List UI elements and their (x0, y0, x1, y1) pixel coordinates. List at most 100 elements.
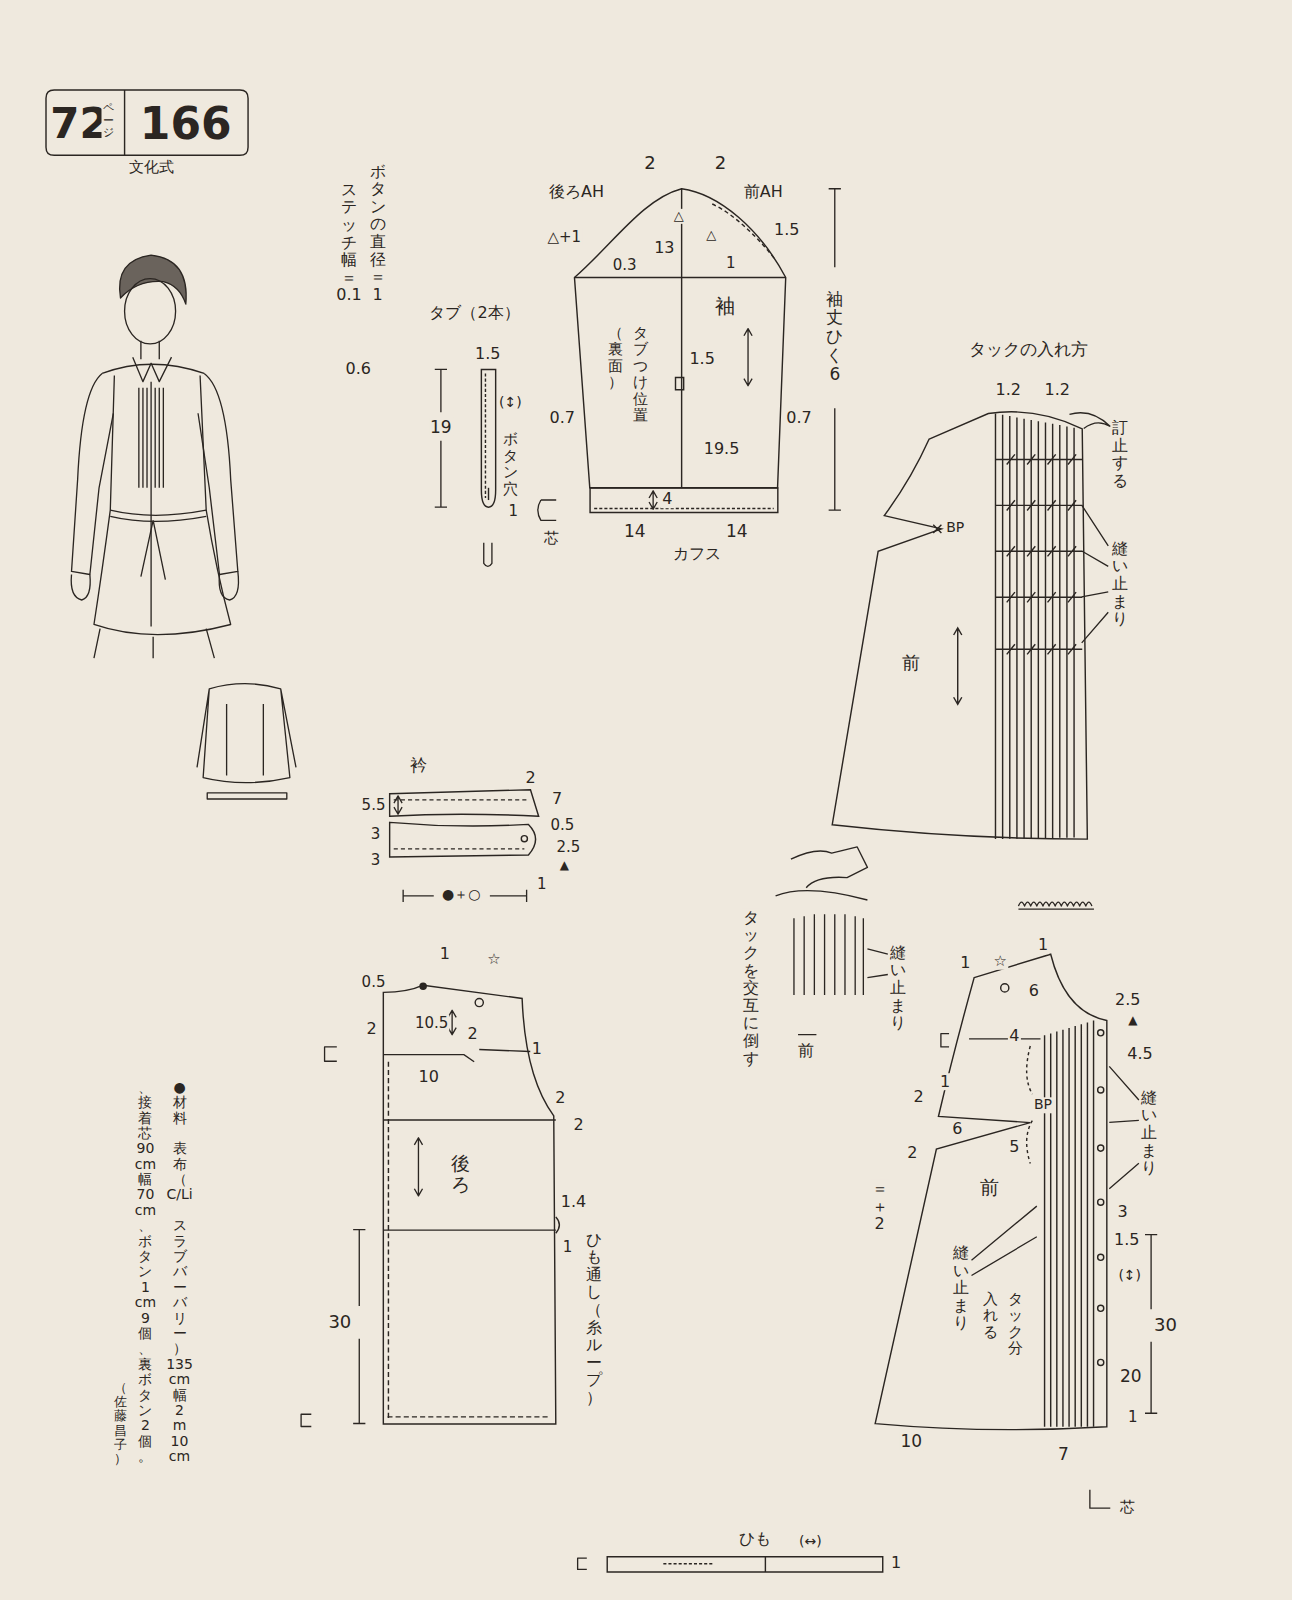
callout-number: 1 (959, 955, 971, 973)
grain-arrow (649, 491, 657, 509)
pattern-line (712, 204, 775, 260)
pattern-line (394, 800, 527, 849)
callout-number: ▲ (559, 860, 570, 873)
callout-number: 1.5 (474, 345, 501, 363)
callout-number: 芯 (1119, 1499, 1136, 1516)
callout-number: 4.5 (1126, 1045, 1153, 1063)
callout-number: 0.7 (785, 410, 812, 428)
callout-number: 1.5 (688, 350, 715, 368)
pattern-line (933, 525, 941, 533)
callout-number: 0.7 (549, 410, 576, 428)
callout-number: 14 (623, 521, 647, 540)
pattern-line (765, 1556, 766, 1571)
pattern-line (575, 189, 786, 488)
callout-number: ☆ (486, 951, 501, 968)
callout-number: 2 (554, 1089, 566, 1107)
piece-label: 後ろ (450, 1153, 471, 1195)
grain-arrow (394, 796, 402, 814)
callout-number: （佐藤昌子） (113, 1381, 128, 1467)
callout-number: 1 (531, 1040, 543, 1058)
figure-hand (71, 571, 238, 658)
figure-face (125, 279, 176, 344)
figure-detail (133, 357, 172, 626)
callout-number: 6 (1028, 982, 1040, 1000)
pattern-line (390, 823, 536, 858)
callout-number: 縫い止まり (1140, 1089, 1158, 1177)
callout-number: 後ろAH (548, 183, 605, 201)
callout-number: 2 (643, 153, 656, 173)
pattern-line (575, 189, 786, 488)
dimension-line (435, 369, 447, 507)
pattern-line (384, 1049, 560, 1233)
pattern-line (476, 998, 484, 1006)
callout-number: ●材料 表布（C/Li スラブバーバリー）135cm幅2m10cm、接着芯90c… (134, 1080, 194, 1468)
callout-number: 1 (508, 503, 520, 520)
pattern-line (482, 369, 496, 507)
callout-number: △ (673, 209, 685, 223)
pattern-line (124, 90, 125, 155)
callout-number: 1.2 (995, 381, 1022, 399)
piece-label: 166 (139, 100, 233, 148)
callout-number: ●＋○ (441, 887, 481, 902)
tie-strip: ひも (597, 1523, 893, 1579)
tuck-front-piece: タックの入れ方前 (822, 337, 1128, 847)
callout-number: 1 (939, 1073, 951, 1091)
pattern-line (420, 983, 426, 989)
callout-number: 19.5 (703, 440, 741, 458)
pattern-line (390, 790, 539, 817)
callout-number: 芯 (543, 530, 560, 547)
grain-arrow (744, 329, 752, 386)
pattern-line (485, 374, 486, 498)
callout-number: 6 (951, 1120, 963, 1138)
callout-number: △ (705, 228, 717, 242)
callout-number: 1.2 (1044, 381, 1071, 399)
callout-number: 2 (573, 1116, 585, 1134)
callout-number: 前 (797, 1042, 815, 1060)
pattern-line (46, 90, 248, 155)
callout-number: 1.5 (773, 221, 800, 239)
pattern-line (594, 507, 774, 508)
piece-label: 前 (979, 1176, 1000, 1197)
callout-number: 縫い止まり (952, 1244, 970, 1332)
grain-arrow (414, 1138, 422, 1196)
callout-number: 10.5 (414, 1014, 449, 1031)
callout-number: ボタンの直径＝1 (369, 162, 387, 303)
fold-mark (301, 1034, 1110, 1570)
stitch-sketch (1018, 902, 1094, 909)
pattern-line (488, 488, 489, 500)
callout-number: 1 (1037, 936, 1049, 954)
callout-number: ▲ (1127, 1014, 1138, 1027)
dimension-line (353, 1230, 365, 1424)
callout-number: (↕) (1117, 1268, 1142, 1283)
piece-label: 衿 (409, 756, 428, 775)
piece-label: タブつけ位置（裏面） (607, 325, 649, 427)
leader-line (1082, 505, 1109, 643)
callout-number: 5 (1008, 1138, 1020, 1156)
piece-label: ボタン穴 (502, 431, 519, 497)
pattern-line (970, 1038, 1041, 1039)
pattern-line (384, 985, 556, 1424)
callout-number: 1 (439, 945, 451, 963)
callout-number: 2.5 (556, 839, 582, 856)
callout-number: 0.5 (549, 816, 575, 833)
leader-line (1109, 1066, 1139, 1188)
callout-number: 10 (900, 1432, 924, 1451)
pattern-line (953, 628, 961, 705)
callout-number: 13 (653, 239, 675, 257)
pattern-line (1045, 1021, 1094, 1427)
title-box: 72ページ166文化式 (46, 90, 248, 182)
callout-number: 30 (1153, 1315, 1178, 1335)
callout-number: 袖丈ひく6 (825, 290, 844, 383)
callout-number: 2 (365, 1020, 377, 1038)
callout-number: △+1 (547, 229, 583, 246)
callout-number: 0.3 (612, 257, 638, 274)
callout-number: ＝＋2 (871, 1180, 889, 1233)
callout-number: 2 (466, 1025, 478, 1043)
piece-label: ひも (738, 1530, 772, 1548)
pattern-line (521, 836, 527, 842)
callout-number: タックを交互に倒す (742, 909, 760, 1067)
pattern-line (1001, 984, 1009, 992)
pattern-line (663, 1563, 714, 1564)
callout-number: ステッチ幅＝0.1 (340, 181, 358, 304)
cuff-band: カフス (587, 484, 786, 568)
